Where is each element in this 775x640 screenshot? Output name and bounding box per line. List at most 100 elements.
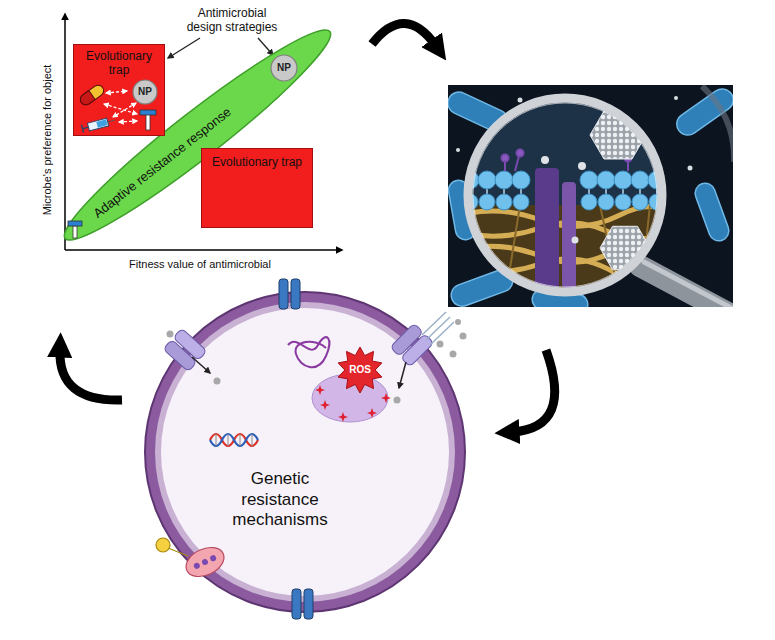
ros-spark bbox=[381, 393, 391, 403]
drug-particle bbox=[214, 378, 221, 385]
lipid-head bbox=[632, 194, 648, 210]
membrane-closeup bbox=[505, 205, 520, 300]
nanoparticle-circle: NP bbox=[270, 54, 298, 82]
microscopy-illustration bbox=[448, 85, 733, 307]
syringe-icon bbox=[96, 119, 107, 127]
lipid-head bbox=[478, 171, 496, 189]
drug-particle bbox=[394, 397, 401, 404]
syringe-icon bbox=[82, 116, 117, 133]
axis-title: Microbe's preference for object bbox=[41, 65, 54, 216]
dna-helix bbox=[216, 434, 252, 446]
cycle-arrow bbox=[512, 350, 555, 432]
dna-helix bbox=[210, 434, 258, 446]
nanoparticle-dot bbox=[578, 162, 586, 170]
cell-membrane bbox=[155, 302, 455, 602]
ribosome-icon bbox=[201, 558, 209, 566]
node-text: Evolutionary trap bbox=[79, 49, 159, 78]
drug-particle bbox=[455, 319, 461, 325]
peptide-icon bbox=[68, 221, 82, 238]
strategy-label: Antimicrobial design strategies bbox=[182, 6, 282, 35]
ribosome-icon bbox=[168, 548, 188, 556]
strategy-label-box: Antimicrobial design strategies bbox=[182, 6, 282, 35]
ribosome-icon bbox=[181, 542, 228, 582]
dashed-arrow bbox=[104, 104, 137, 114]
ribosome-icon bbox=[193, 562, 201, 570]
peptide-icon bbox=[146, 114, 150, 130]
trap-box: Evolutionary trap bbox=[201, 148, 313, 228]
stress-blob bbox=[312, 374, 388, 422]
surface-ligand bbox=[517, 150, 524, 157]
nanoparticle-dot bbox=[674, 96, 678, 100]
porin-channel bbox=[291, 279, 300, 309]
ribosome-icon bbox=[156, 538, 229, 582]
cytoplasm bbox=[161, 308, 449, 596]
dna-helix bbox=[228, 434, 229, 446]
ribosome-icon bbox=[209, 554, 217, 562]
node-text: Evolutionary trap bbox=[209, 155, 305, 169]
efflux-pump bbox=[173, 328, 207, 360]
ribosome-icon bbox=[181, 542, 228, 582]
nanoparticle-circle: NP bbox=[132, 79, 158, 105]
ros-spark bbox=[367, 408, 377, 418]
porin-channel bbox=[279, 279, 288, 309]
nanoparticle-dot bbox=[572, 237, 579, 244]
peptide-icon bbox=[73, 226, 77, 238]
leader-arrow bbox=[258, 38, 273, 55]
leader-arrow bbox=[168, 38, 200, 58]
dashed-arrow bbox=[104, 91, 137, 122]
plasmid-squiggle bbox=[288, 337, 329, 367]
lipid-head bbox=[597, 171, 615, 189]
pilus-line bbox=[422, 312, 454, 345]
cycle-arrow bbox=[60, 350, 122, 400]
lipid-head bbox=[495, 171, 513, 189]
trap-box: Evolutionary trapNP bbox=[73, 44, 165, 136]
dna-helix bbox=[240, 434, 241, 446]
dna-helix bbox=[216, 434, 217, 446]
axis-title-box: Fitness value of antimicrobial bbox=[129, 258, 271, 271]
lipid-head bbox=[580, 171, 598, 189]
peptide-icon bbox=[140, 110, 156, 130]
drug-icons bbox=[68, 83, 156, 238]
chart-axes bbox=[65, 249, 342, 251]
transport-arrow bbox=[399, 362, 406, 388]
lipid-head bbox=[512, 171, 530, 189]
nanoparticle-dot bbox=[518, 98, 523, 103]
capsule-icon bbox=[78, 83, 106, 107]
ros-spark bbox=[338, 412, 348, 422]
dna-helix bbox=[210, 434, 258, 446]
lipid-head bbox=[598, 194, 614, 210]
dashed-arrow bbox=[119, 121, 137, 122]
node-text: NP bbox=[138, 86, 152, 98]
syringe-icon bbox=[108, 120, 116, 122]
ros-star: ROS bbox=[336, 346, 384, 394]
leader-arrow bbox=[168, 38, 273, 58]
dna-helix bbox=[210, 434, 258, 446]
membrane-protein bbox=[562, 182, 576, 288]
lipid-head bbox=[614, 171, 632, 189]
chart-axes bbox=[64, 14, 66, 250]
syringe-icon bbox=[87, 118, 108, 131]
lipid-head bbox=[496, 194, 512, 210]
porin-channel bbox=[279, 279, 313, 619]
capsule-icon bbox=[78, 83, 106, 107]
syringe-icon bbox=[82, 125, 84, 133]
nanoparticle-dot bbox=[541, 156, 586, 244]
transport-arrow bbox=[192, 357, 210, 373]
bacterium bbox=[448, 85, 733, 307]
node-text: Genetic resistance mechanisms bbox=[215, 469, 345, 530]
lipid-head bbox=[479, 194, 495, 210]
cell-membrane bbox=[145, 292, 465, 612]
lens-ring bbox=[702, 86, 733, 162]
membrane-protein bbox=[535, 168, 559, 288]
syringe-icon bbox=[83, 127, 89, 129]
nanoparticle-dot bbox=[541, 156, 549, 164]
porin-channel bbox=[304, 589, 313, 619]
ros-spark bbox=[315, 385, 325, 395]
surface-ligand bbox=[502, 155, 509, 162]
lipid-head bbox=[581, 194, 597, 210]
drug-particle bbox=[460, 333, 467, 340]
ribosome-icon bbox=[156, 538, 170, 552]
